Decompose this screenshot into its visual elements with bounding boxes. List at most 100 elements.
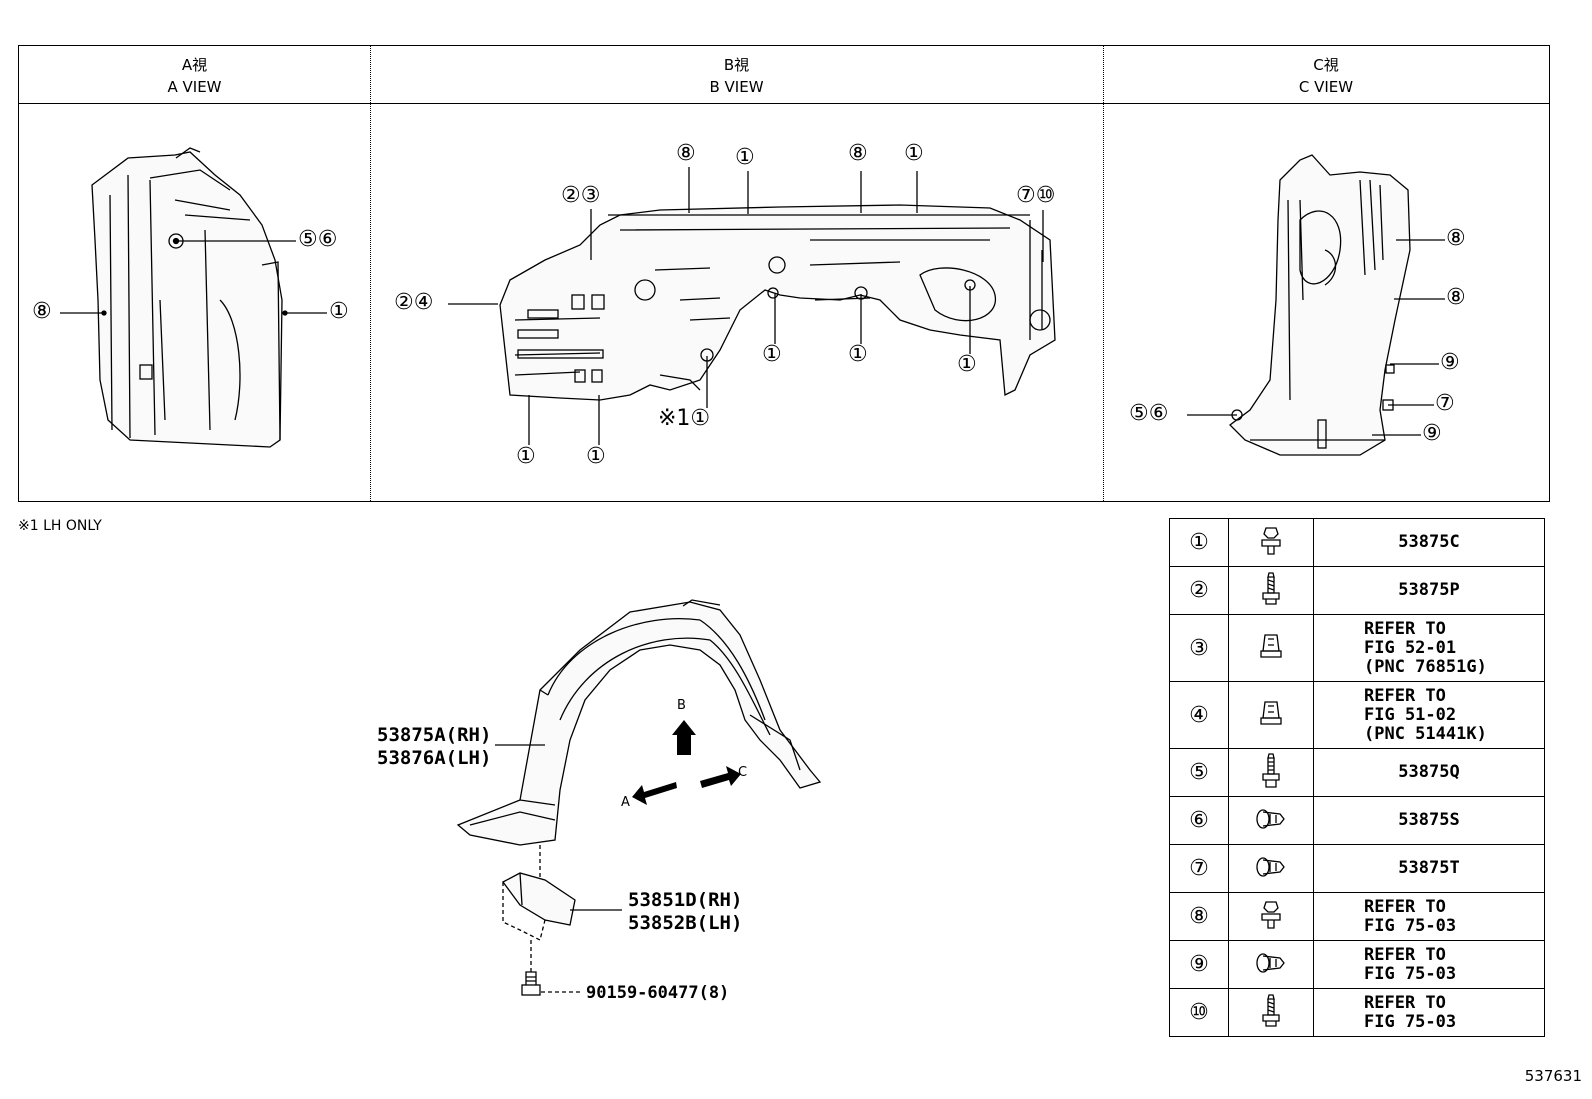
legend-line: 53875P xyxy=(1398,580,1460,600)
legend-number: ⑥ xyxy=(1169,796,1229,845)
b-view-title-en: B VIEW xyxy=(709,78,764,96)
callout-b-8: ⑧ xyxy=(676,141,696,166)
legend-row: ⑨ REFER TO FIG 75-03 xyxy=(1169,940,1545,989)
legend-line: FIG 51-02 xyxy=(1364,704,1457,725)
views-frame: A視 A VIEW B視 B VIEW C視 C VIEW xyxy=(18,45,1550,502)
callout-b-1: ① xyxy=(957,352,977,377)
leader-dot xyxy=(101,310,107,316)
legend-number: ⑨ xyxy=(1169,940,1229,989)
a-view-title-en: A VIEW xyxy=(167,78,222,96)
legend-row: ⑤ 53875Q xyxy=(1169,748,1545,797)
a-view-title-jp: A視 xyxy=(181,56,208,74)
legend-line: REFER TO xyxy=(1364,618,1446,639)
callout-c-7: ⑦ xyxy=(1435,391,1455,416)
liner-lh-label: 53876A(LH) xyxy=(377,747,492,769)
legend-line: REFER TO xyxy=(1364,896,1446,917)
callout-a-1: ① xyxy=(329,299,349,324)
c-view-part xyxy=(1229,154,1411,456)
callout-b-1: ① xyxy=(762,342,782,367)
b-view-header: B視 B VIEW xyxy=(370,46,1103,104)
c-view-title-jp: C視 xyxy=(1313,56,1339,74)
legend-line: FIG 75-03 xyxy=(1364,915,1457,936)
view-divider xyxy=(370,46,371,501)
arrow-a-label: A xyxy=(621,795,630,810)
splash-guard-part xyxy=(502,845,576,975)
grommet-icon xyxy=(1228,940,1314,989)
grommet-icon xyxy=(1228,844,1314,893)
callout-b-2-4: ②④ xyxy=(394,290,434,315)
legend-line: FIG 52-01 xyxy=(1364,637,1457,658)
legend-line: 53875Q xyxy=(1398,762,1460,782)
arrow-c-icon xyxy=(700,766,741,788)
callout-b-1: ① xyxy=(735,145,755,170)
lh-only-note: ※1 LH ONLY xyxy=(18,518,102,534)
liner-rh-label: 53875A(RH) xyxy=(377,724,492,746)
callout-b-1: ① xyxy=(904,141,924,166)
c-view-header: C視 C VIEW xyxy=(1103,46,1549,104)
callout-c-9: ⑨ xyxy=(1440,350,1460,375)
legend-description: REFER TO FIG 52-01 (PNC 76851G) xyxy=(1313,614,1545,682)
screw-icon xyxy=(1228,988,1314,1037)
legend-description: REFER TO FIG 75-03 xyxy=(1313,892,1545,941)
legend-line: FIG 75-03 xyxy=(1364,1011,1457,1032)
legend-number: ⑩ xyxy=(1169,988,1229,1037)
callout-a-5-6: ⑤⑥ xyxy=(298,227,338,252)
legend-row: ⑥ 53875S xyxy=(1169,796,1545,845)
legend-number: ⑤ xyxy=(1169,748,1229,797)
a-view-part xyxy=(91,147,283,448)
callout-c-8: ⑧ xyxy=(1446,285,1466,310)
legend-line: REFER TO xyxy=(1364,944,1446,965)
fastener-legend-table: ① 53875C ② 53875P ③ REFER TO FIG 52-01 (… xyxy=(1169,518,1545,1037)
legend-line: REFER TO xyxy=(1364,992,1446,1013)
arrow-c-label: C xyxy=(738,765,748,780)
b-view-leaders xyxy=(448,167,1044,445)
legend-line: 53875S xyxy=(1398,810,1460,830)
bolt-part xyxy=(521,971,541,996)
legend-description: 53875Q xyxy=(1313,748,1545,797)
bolt-label: 90159-60477(8) xyxy=(586,983,730,1003)
a-view-header: A視 A VIEW xyxy=(19,46,370,104)
legend-description: REFER TO FIG 75-03 xyxy=(1313,988,1545,1037)
c-view-leaders xyxy=(1187,239,1445,436)
legend-line: (PNC 51441K) xyxy=(1364,723,1487,744)
legend-number: ④ xyxy=(1169,681,1229,749)
legend-line: FIG 75-03 xyxy=(1364,963,1457,984)
legend-line: 53875C xyxy=(1398,532,1460,552)
callout-c-9: ⑨ xyxy=(1422,421,1442,446)
grommet-icon xyxy=(1228,796,1314,845)
nut-clip-icon xyxy=(1228,681,1314,749)
legend-row: ② 53875P xyxy=(1169,566,1545,615)
arrow-b-label: B xyxy=(677,698,686,713)
screw-icon xyxy=(1228,566,1314,615)
clip-icon xyxy=(1228,892,1314,941)
b-view-part xyxy=(499,204,1056,401)
legend-description: 53875T xyxy=(1313,844,1545,893)
legend-row: ① 53875C xyxy=(1169,518,1545,567)
legend-line: 53875T xyxy=(1398,858,1460,878)
legend-row: ⑧ REFER TO FIG 75-03 xyxy=(1169,892,1545,941)
a-view-leaders xyxy=(60,240,327,314)
clip-icon xyxy=(1228,518,1314,567)
callout-b-7-10: ⑦⑩ xyxy=(1016,183,1056,208)
legend-row: ③ REFER TO FIG 52-01 (PNC 76851G) xyxy=(1169,614,1545,682)
legend-number: ⑧ xyxy=(1169,892,1229,941)
callout-b-1: ① xyxy=(516,444,536,469)
legend-description: REFER TO FIG 51-02 (PNC 51441K) xyxy=(1313,681,1545,749)
callout-b-1-lh-only: ※1① xyxy=(658,406,711,431)
direction-arrows xyxy=(632,720,741,805)
legend-number: ③ xyxy=(1169,614,1229,682)
arrow-a-icon xyxy=(632,782,677,805)
legend-number: ② xyxy=(1169,566,1229,615)
legend-line: (PNC 76851G) xyxy=(1364,656,1487,677)
callout-c-8: ⑧ xyxy=(1446,226,1466,251)
callout-a-8: ⑧ xyxy=(32,299,52,324)
arrow-b-icon xyxy=(672,720,696,755)
fender-liner-part xyxy=(456,599,822,846)
main-leaders xyxy=(495,744,622,993)
legend-row: ⑦ 53875T xyxy=(1169,844,1545,893)
legend-description: 53875C xyxy=(1313,518,1545,567)
callout-b-8: ⑧ xyxy=(848,141,868,166)
legend-description: 53875S xyxy=(1313,796,1545,845)
b-view-title-jp: B視 xyxy=(723,56,750,74)
